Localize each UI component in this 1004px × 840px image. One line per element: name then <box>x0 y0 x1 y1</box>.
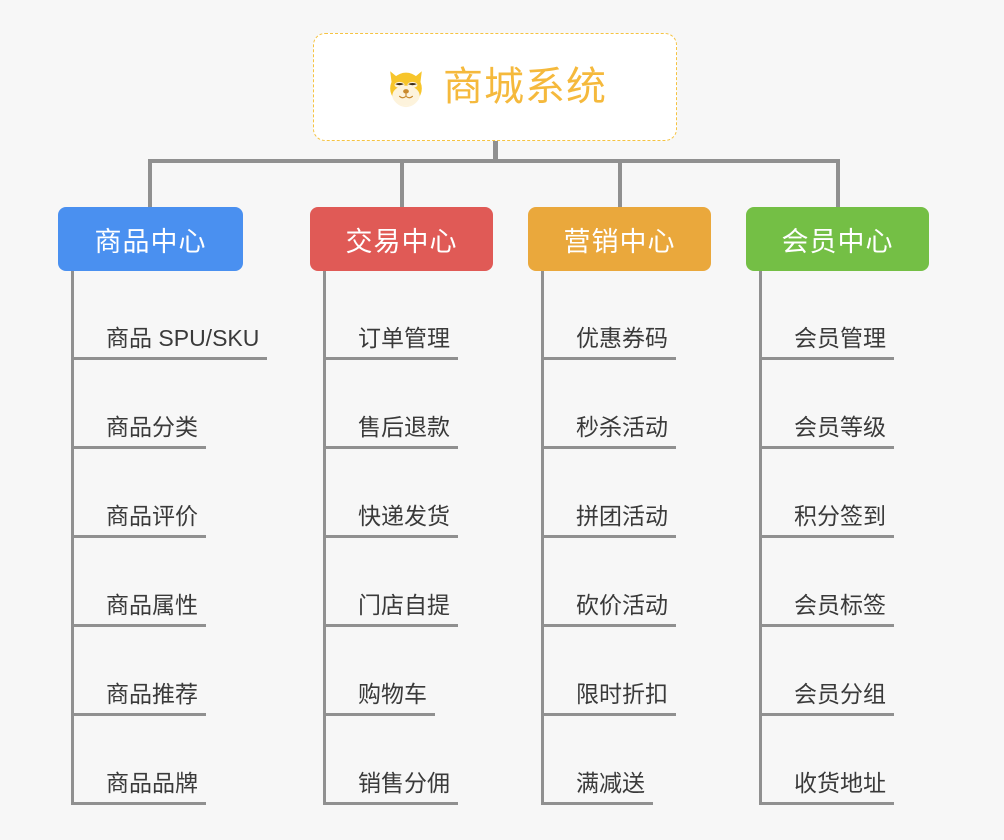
category-box-1[interactable]: 商品中心 <box>58 207 243 271</box>
category-box-3[interactable]: 营销中心 <box>528 207 711 271</box>
category-box-2[interactable]: 交易中心 <box>310 207 493 271</box>
connector-drop-1 <box>148 159 152 207</box>
leaf-item[interactable]: 销售分佣 <box>326 716 458 805</box>
leaf-label: 满减送 <box>544 769 653 805</box>
connector-drop-2 <box>400 159 404 207</box>
leaf-label: 商品评价 <box>74 502 206 538</box>
connector-drop-3 <box>618 159 622 207</box>
leaf-label: 商品分类 <box>74 413 206 449</box>
leaf-label: 商品 SPU/SKU <box>74 324 268 360</box>
shiba-dog-face-icon <box>383 64 429 110</box>
leaf-item[interactable]: 会员分组 <box>762 627 894 716</box>
leaf-label: 秒杀活动 <box>544 413 676 449</box>
leaf-label: 订单管理 <box>326 324 458 360</box>
leaf-label: 购物车 <box>326 680 435 716</box>
leaf-column-3: 优惠券码 秒杀活动 拼团活动 砍价活动 限时折扣 满减送 <box>541 271 676 805</box>
leaf-item[interactable]: 收货地址 <box>762 716 894 805</box>
leaf-label: 商品推荐 <box>74 680 206 716</box>
leaf-label: 销售分佣 <box>326 769 458 805</box>
leaf-item[interactable]: 会员标签 <box>762 538 894 627</box>
leaf-label: 拼团活动 <box>544 502 676 538</box>
category-box-4[interactable]: 会员中心 <box>746 207 929 271</box>
leaf-item[interactable]: 商品评价 <box>74 449 267 538</box>
leaf-label: 优惠券码 <box>544 324 676 360</box>
leaf-item[interactable]: 购物车 <box>326 627 458 716</box>
category-label-2: 交易中心 <box>345 226 458 257</box>
leaf-label: 商品品牌 <box>74 769 206 805</box>
leaf-label: 商品属性 <box>74 591 206 627</box>
category-label-3: 营销中心 <box>563 226 676 257</box>
leaf-item[interactable]: 售后退款 <box>326 360 458 449</box>
leaf-item[interactable]: 商品推荐 <box>74 627 267 716</box>
leaf-label: 会员标签 <box>762 591 894 627</box>
leaf-item[interactable]: 门店自提 <box>326 538 458 627</box>
leaf-column-1: 商品 SPU/SKU 商品分类 商品评价 商品属性 商品推荐 商品品牌 <box>71 271 268 805</box>
leaf-item[interactable]: 拼团活动 <box>544 449 676 538</box>
leaf-item[interactable]: 商品 SPU/SKU <box>74 271 268 360</box>
leaf-item[interactable]: 积分签到 <box>762 449 894 538</box>
category-label-1: 商品中心 <box>94 226 207 257</box>
leaf-item[interactable]: 砍价活动 <box>544 538 676 627</box>
leaf-column-2: 订单管理 售后退款 快递发货 门店自提 购物车 销售分佣 <box>323 271 458 805</box>
leaf-label: 积分签到 <box>762 502 894 538</box>
leaf-item[interactable]: 满减送 <box>544 716 676 805</box>
connector-root-stem <box>493 141 498 163</box>
leaf-column-4: 会员管理 会员等级 积分签到 会员标签 会员分组 收货地址 <box>759 271 894 805</box>
leaf-item[interactable]: 订单管理 <box>326 271 458 360</box>
leaf-item[interactable]: 优惠券码 <box>544 271 676 360</box>
category-label-4: 会员中心 <box>781 226 894 257</box>
connector-trunk-bar <box>148 159 840 163</box>
leaf-label: 会员管理 <box>762 324 894 360</box>
leaf-label: 售后退款 <box>326 413 458 449</box>
leaf-item[interactable]: 限时折扣 <box>544 627 676 716</box>
leaf-label: 会员分组 <box>762 680 894 716</box>
leaf-label: 会员等级 <box>762 413 894 449</box>
leaf-item[interactable]: 商品属性 <box>74 538 267 627</box>
leaf-label: 快递发货 <box>326 502 458 538</box>
leaf-item[interactable]: 快递发货 <box>326 449 458 538</box>
leaf-item[interactable]: 商品品牌 <box>74 716 267 805</box>
leaf-item[interactable]: 会员等级 <box>762 360 894 449</box>
leaf-item[interactable]: 会员管理 <box>762 271 894 360</box>
leaf-label: 砍价活动 <box>544 591 676 627</box>
root-node-mall-system[interactable]: 商城系统 <box>313 33 677 141</box>
leaf-label: 门店自提 <box>326 591 458 627</box>
leaf-label: 收货地址 <box>762 769 894 805</box>
leaf-label: 限时折扣 <box>544 680 676 716</box>
leaf-item[interactable]: 秒杀活动 <box>544 360 676 449</box>
leaf-item[interactable]: 商品分类 <box>74 360 267 449</box>
connector-drop-4 <box>836 159 840 207</box>
root-node-title: 商城系统 <box>443 65 607 109</box>
